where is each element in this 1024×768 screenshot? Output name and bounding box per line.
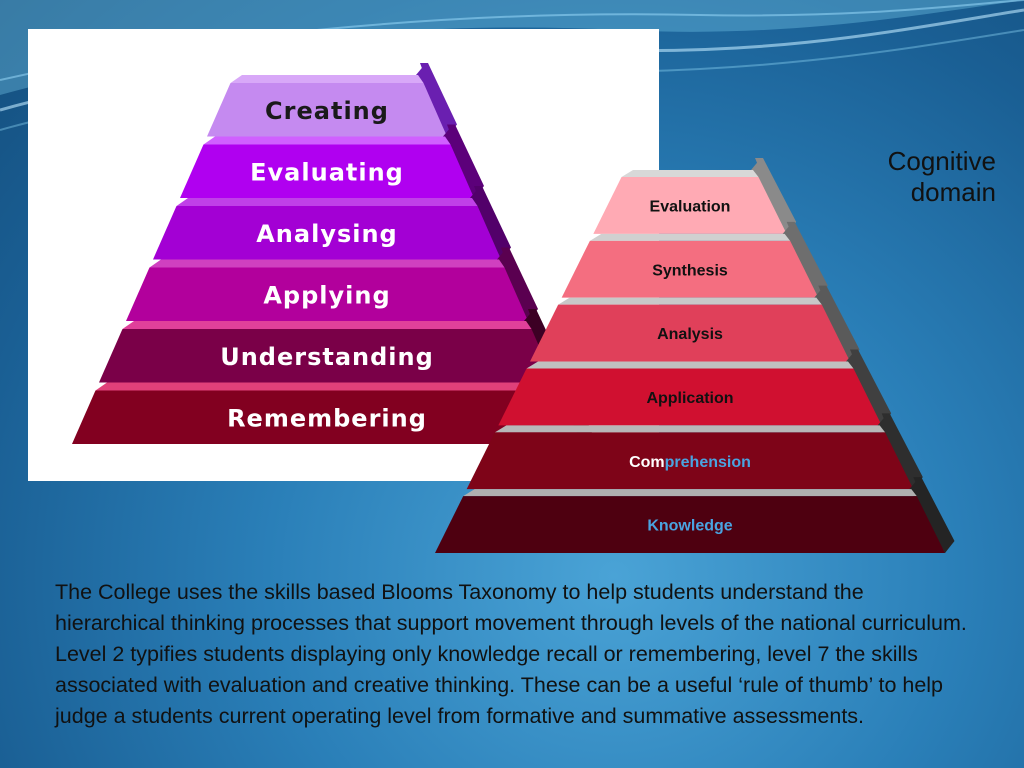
right-level-label: Analysis: [657, 326, 723, 343]
right-level-face: [435, 496, 945, 553]
right-pyramid: EvaluationSynthesisAnalysisApplicationCo…: [435, 158, 955, 553]
right-level-side-shade: [877, 413, 922, 490]
right-level-side-shade: [909, 477, 953, 553]
right-level-ledge: [558, 297, 822, 305]
left-level-ledge: [230, 75, 424, 83]
left-level-side-shade: [470, 186, 509, 260]
right-level-side-shade: [751, 158, 795, 234]
left-pyramid: CreatingEvaluatingAnalysingApplyingUnder…: [72, 63, 592, 444]
left-level-label: Applying: [263, 281, 390, 309]
right-level-label: Comprehension: [629, 454, 751, 471]
right-level-ledge: [526, 361, 854, 369]
left-level-ledge: [149, 259, 505, 268]
left-level-label: Evaluating: [250, 158, 404, 186]
left-level-ledge: [203, 136, 451, 145]
right-level-face: [498, 368, 882, 426]
right-level-ledge: [463, 489, 917, 497]
left-level-side-shade: [497, 247, 536, 321]
left-level-label: Creating: [265, 97, 389, 125]
cognitive-domain-caption: Cognitive domain: [796, 146, 996, 208]
right-level-label: Evaluation: [650, 198, 731, 215]
right-level-label: Synthesis: [652, 262, 728, 279]
left-level-face: [207, 83, 447, 137]
right-level-face: [593, 177, 787, 234]
caption-line-2: domain: [910, 177, 996, 207]
left-level-ledge: [95, 382, 559, 391]
right-level-ledge: [589, 233, 791, 241]
left-level-ledge: [176, 198, 478, 206]
left-level-ledge: [122, 321, 532, 329]
right-level-label-part: Com: [629, 454, 665, 471]
left-level-side-shade: [443, 124, 482, 198]
left-level-label: Understanding: [220, 343, 434, 371]
left-level-label: Analysing: [256, 220, 398, 248]
right-level-side-shade: [782, 221, 827, 298]
right-level-label: Knowledge: [647, 518, 732, 535]
right-level-ledge: [494, 425, 886, 433]
right-level-side-shade: [814, 285, 858, 362]
left-level-face: [99, 329, 555, 383]
body-paragraph: The College uses the skills based Blooms…: [55, 580, 967, 728]
left-level-face: [180, 144, 474, 198]
right-level-label: Application: [646, 390, 733, 407]
right-level-face: [466, 432, 914, 490]
right-level-face: [530, 304, 850, 362]
left-level-face: [126, 267, 528, 321]
left-level-side-shade: [416, 63, 455, 137]
right-level-face: [561, 240, 819, 298]
caption-line-1: Cognitive: [887, 146, 996, 176]
right-level-label-highlight: prehension: [665, 454, 751, 471]
left-level-face: [153, 206, 501, 260]
left-level-label: Remembering: [227, 404, 427, 432]
right-level-ledge: [621, 170, 759, 177]
right-level-side-shade: [846, 349, 890, 426]
left-level-face: [72, 390, 582, 444]
